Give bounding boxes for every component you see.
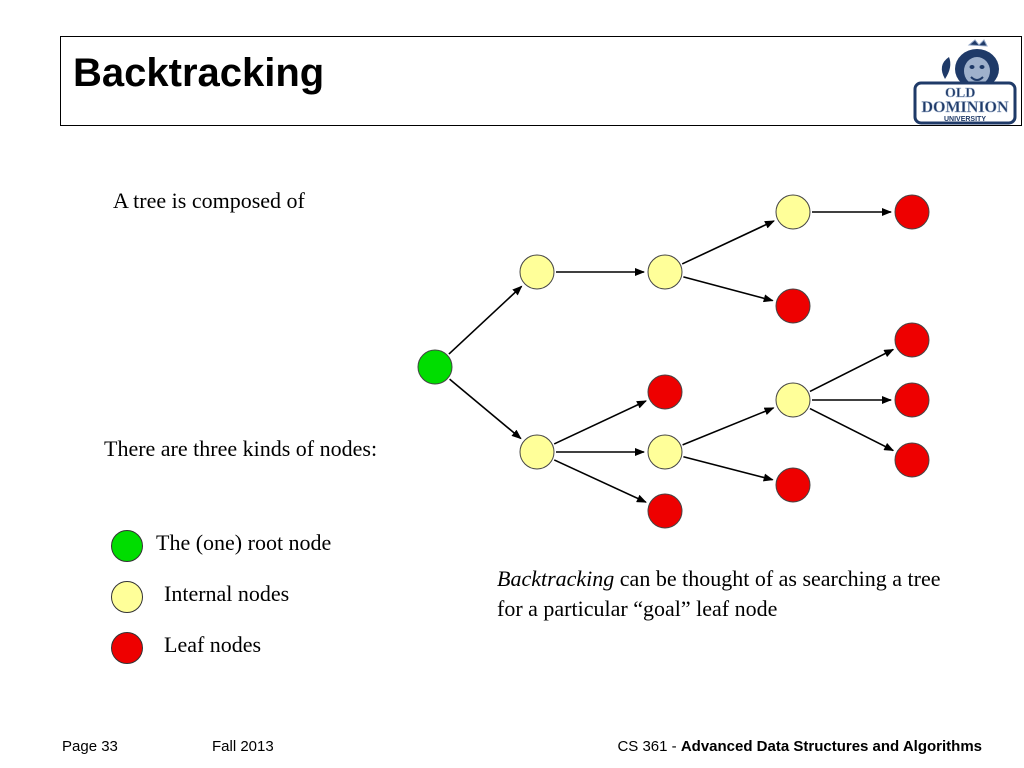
footer-term: Fall 2013 [212, 738, 274, 755]
tree-node-root-root [417, 349, 453, 385]
tree-node-leaf-l3 [894, 322, 930, 358]
tree-node-internal-i6 [775, 382, 811, 418]
tree-node-internal-i4 [519, 434, 555, 470]
title-bar: Backtracking OLD DOMINION UNIVERSITY [60, 36, 1022, 126]
tree-edge-i4-l4 [553, 400, 647, 445]
legend-root-dot [111, 530, 143, 562]
tree-node-leaf-l6 [894, 442, 930, 478]
tree-node-leaf-l7 [647, 493, 683, 529]
caption-emphasis: Backtracking [497, 566, 615, 591]
footer-page: Page 33 [62, 738, 118, 755]
tree-edge-root-i1 [448, 285, 523, 355]
tree-node-internal-i3 [775, 194, 811, 230]
tree-node-internal-i2 [647, 254, 683, 290]
svg-text:UNIVERSITY: UNIVERSITY [944, 116, 986, 123]
tree-edge-root-i4 [449, 378, 522, 440]
svg-text:DOMINION: DOMINION [921, 99, 1009, 116]
backtracking-caption: Backtracking can be thought of as search… [497, 564, 947, 624]
tree-edge-i6-l3 [809, 348, 895, 393]
tree-node-leaf-l4 [647, 374, 683, 410]
tree-node-leaf-l2 [775, 288, 811, 324]
tree-node-leaf-l1 [894, 194, 930, 230]
tree-edge-i6-l6 [809, 407, 895, 452]
legend-leaf-dot [111, 632, 143, 664]
legend-internal-dot [111, 581, 143, 613]
legend-internal-label: Internal nodes [164, 581, 290, 606]
legend-root-label: The (one) root node [156, 530, 332, 555]
tree-nodes [417, 194, 930, 529]
footer-course-name: Advanced Data Structures and Algorithms [680, 738, 982, 755]
tree-node-internal-i5 [647, 434, 683, 470]
tree-edges [448, 208, 895, 503]
footer-course-code: CS 361 - [617, 738, 681, 755]
node-kinds-text: There are three kinds of nodes: [104, 436, 378, 461]
university-logo: OLD DOMINION UNIVERSITY [913, 39, 1017, 125]
tree-node-leaf-l5 [894, 382, 930, 418]
tree-edge-i2-l2 [683, 276, 774, 303]
intro-text: A tree is composed of [113, 188, 305, 213]
tree-node-leaf-l8 [775, 467, 811, 503]
legend-leaf-label: Leaf nodes [164, 632, 262, 657]
tree-edge-i5-i6 [682, 407, 775, 446]
svg-text:OLD: OLD [945, 86, 975, 101]
tree-node-internal-i1 [519, 254, 555, 290]
caption-text: can be thought of as searching a tree fo… [497, 566, 941, 621]
slide-title: Backtracking [73, 51, 325, 95]
tree-edge-i2-i3 [681, 220, 775, 265]
tree-edge-i4-l7 [553, 459, 647, 503]
tree-edge-i5-l8 [683, 455, 774, 482]
footer-course: CS 361 - Advanced Data Structures and Al… [617, 738, 982, 755]
